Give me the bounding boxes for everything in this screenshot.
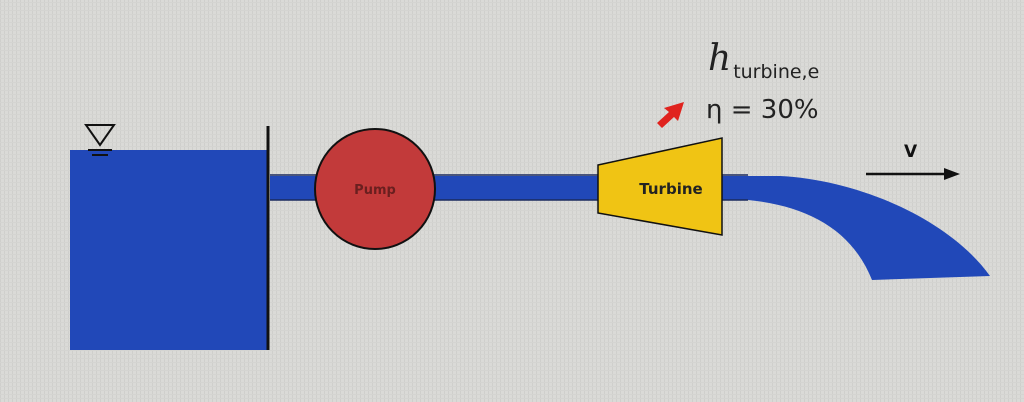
pump-label: Pump	[354, 183, 396, 198]
turbine	[597, 137, 723, 236]
energy-output-arrow	[657, 102, 684, 128]
head-symbol: h	[708, 38, 731, 79]
turbine-label: Turbine	[639, 180, 702, 198]
reservoir-water	[70, 150, 268, 350]
outlet-jet	[748, 176, 990, 280]
efficiency-label: η = 30%	[706, 95, 819, 125]
head-subscript: turbine,e	[733, 61, 819, 83]
water-level-symbol	[84, 124, 116, 156]
velocity-label: V	[904, 142, 918, 162]
pump	[314, 128, 436, 250]
velocity-arrow	[866, 168, 960, 180]
